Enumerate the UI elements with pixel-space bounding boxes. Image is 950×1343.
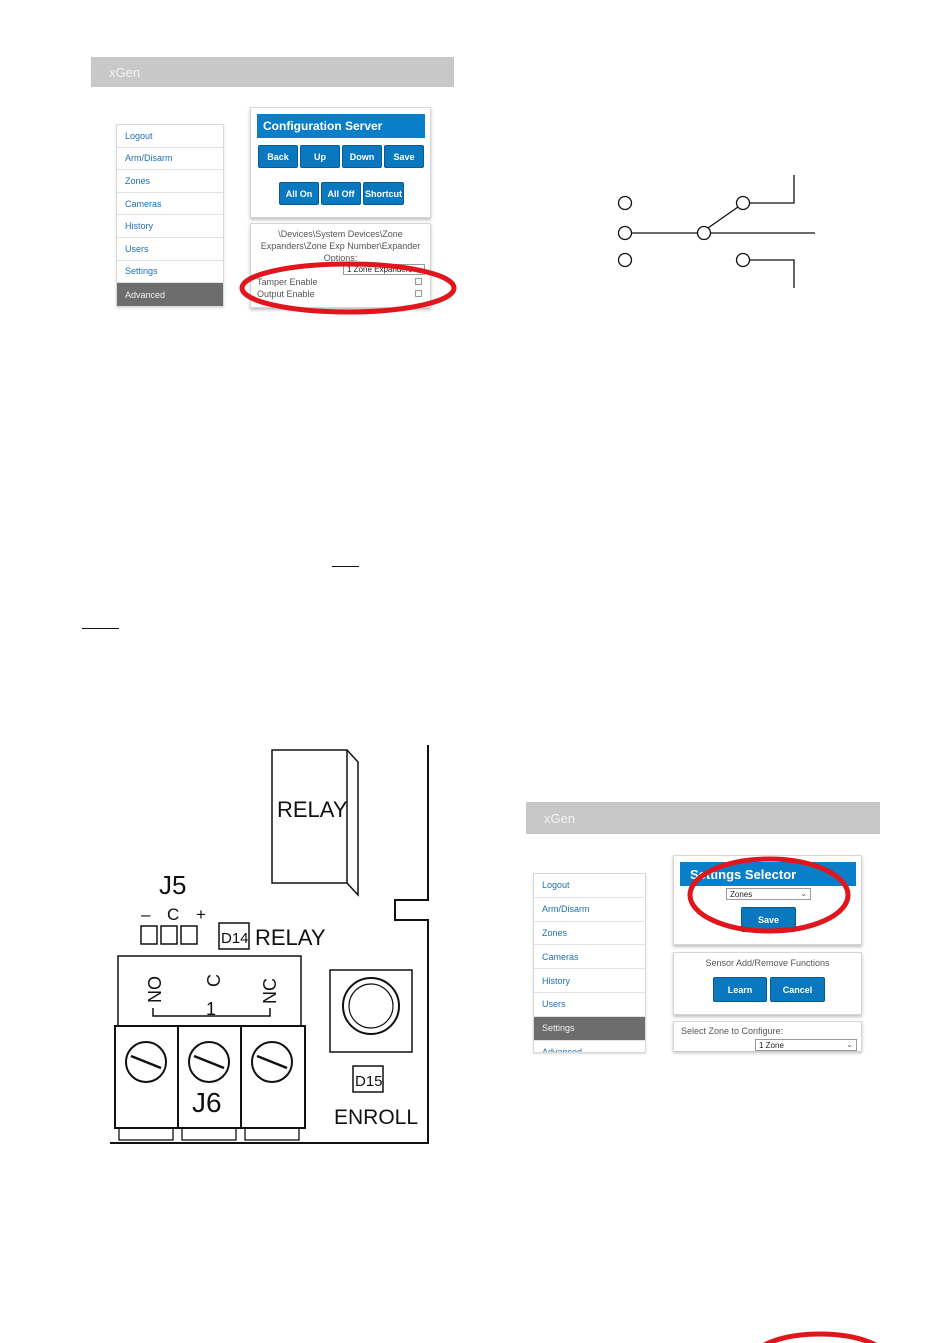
output-enable-checkbox[interactable] bbox=[415, 290, 422, 297]
save-button[interactable]: Save bbox=[384, 145, 424, 168]
j5-label: J5 bbox=[159, 870, 186, 900]
config-server-panel: Configuration Server Back Up Down Save A… bbox=[250, 107, 431, 218]
down-button[interactable]: Down bbox=[342, 145, 382, 168]
tamper-enable-checkbox[interactable] bbox=[415, 278, 422, 285]
underline-mark-1 bbox=[332, 566, 359, 567]
learn-button[interactable]: Learn bbox=[713, 977, 767, 1002]
back-button[interactable]: Back bbox=[258, 145, 298, 168]
sidebar-item-zones[interactable]: Zones bbox=[117, 170, 223, 193]
j6-label: J6 bbox=[192, 1087, 222, 1118]
app-title-1: xGen bbox=[109, 64, 141, 80]
sidebar2-item-cameras[interactable]: Cameras bbox=[534, 945, 645, 970]
sidebar-item-history[interactable]: History bbox=[117, 215, 223, 238]
settings-selector-select[interactable]: Zones ⌄ bbox=[726, 888, 811, 900]
sidebar2-item-history[interactable]: History bbox=[534, 969, 645, 993]
sidebar-item-cameras[interactable]: Cameras bbox=[117, 193, 223, 216]
config-server-title: Configuration Server bbox=[257, 114, 425, 138]
zone-select[interactable]: 1 Zone ⌄ bbox=[755, 1039, 857, 1051]
j5-pin-minus: – bbox=[141, 905, 151, 924]
j6-group-label: 1 bbox=[206, 999, 216, 1019]
sidebar-item-advanced[interactable]: Advanced bbox=[117, 283, 223, 306]
sidebar-item-arm-disarm[interactable]: Arm/Disarm bbox=[117, 148, 223, 171]
shortcut-button[interactable]: Shortcut bbox=[363, 182, 404, 205]
sidebar2-item-advanced[interactable]: Advanced bbox=[534, 1041, 645, 1052]
j5-pin-c: C bbox=[167, 905, 179, 924]
path-line-1: \Devices\System Devices\Zone bbox=[278, 229, 403, 239]
cancel-button[interactable]: Cancel bbox=[770, 977, 825, 1002]
sidebar-nav-2: Logout Arm/Disarm Zones Cameras History … bbox=[533, 873, 646, 1053]
zone-config-panel: Select Zone to Configure: 1 Zone ⌄ bbox=[673, 1021, 862, 1051]
app-header-2: xGen bbox=[526, 802, 880, 834]
path-line-2: Expanders\Zone Exp Number\Expander bbox=[260, 241, 421, 251]
relay-switch-diagram bbox=[617, 175, 815, 288]
zone-select-value: 1 Zone bbox=[759, 1040, 784, 1050]
tamper-enable-label: Tamper Enable bbox=[257, 277, 318, 287]
relay-label: RELAY bbox=[255, 925, 326, 950]
enroll-label: ENROLL bbox=[334, 1106, 418, 1129]
sidebar-item-users[interactable]: Users bbox=[117, 238, 223, 261]
sidebar2-item-users[interactable]: Users bbox=[534, 993, 645, 1017]
output-enable-label: Output Enable bbox=[257, 289, 315, 299]
app-title-2: xGen bbox=[544, 810, 576, 826]
highlight-ellipse-1 bbox=[239, 261, 457, 315]
zone-config-label: Select Zone to Configure: bbox=[681, 1026, 784, 1036]
relay-block-label: RELAY bbox=[277, 797, 348, 822]
path-line-3: Options: bbox=[323, 253, 358, 263]
sensor-functions-panel: Sensor Add/Remove Functions Learn Cancel bbox=[673, 952, 862, 1015]
highlight-ellipse-2 bbox=[687, 856, 851, 934]
chevron-down-icon: ⌄ bbox=[800, 889, 807, 899]
d15-label: D15 bbox=[355, 1073, 383, 1090]
highlight-ellipse-partial bbox=[762, 1331, 878, 1343]
all-on-button[interactable]: All On bbox=[279, 182, 319, 205]
app-header-1: xGen bbox=[91, 57, 454, 87]
sidebar2-item-arm-disarm[interactable]: Arm/Disarm bbox=[534, 898, 645, 922]
underline-mark-2 bbox=[82, 628, 119, 629]
up-button[interactable]: Up bbox=[300, 145, 340, 168]
sidebar2-item-zones[interactable]: Zones bbox=[534, 922, 645, 946]
sidebar2-item-logout[interactable]: Logout bbox=[534, 874, 645, 898]
j5-pin-plus: + bbox=[196, 905, 206, 924]
sensor-functions-title: Sensor Add/Remove Functions bbox=[705, 958, 830, 968]
settings-selector-value: Zones bbox=[730, 889, 753, 899]
sidebar2-item-settings[interactable]: Settings bbox=[534, 1016, 645, 1041]
all-off-button[interactable]: All Off bbox=[321, 182, 361, 205]
settings-selector-panel: Settings Selector Zones ⌄ Save bbox=[673, 855, 862, 945]
j6-terminal-no: NO bbox=[145, 976, 165, 1003]
d14-label: D14 bbox=[221, 930, 249, 947]
chevron-down-icon: ⌄ bbox=[846, 1040, 853, 1050]
j6-terminal-nc: NC bbox=[260, 978, 280, 1004]
sidebar-nav-1: Logout Arm/Disarm Zones Cameras History … bbox=[116, 124, 224, 307]
expander-options-value: 1 Zone Expanders bbox=[347, 265, 413, 274]
spdt-switch-icon bbox=[617, 175, 815, 288]
sidebar-item-logout[interactable]: Logout bbox=[117, 125, 223, 148]
j6-terminal-c: C bbox=[204, 974, 224, 987]
sidebar-item-settings[interactable]: Settings bbox=[117, 261, 223, 284]
circuit-board-drawing: RELAY J5 – C + D14 RELAY NO C NC 1 J6 D1… bbox=[110, 745, 429, 1144]
